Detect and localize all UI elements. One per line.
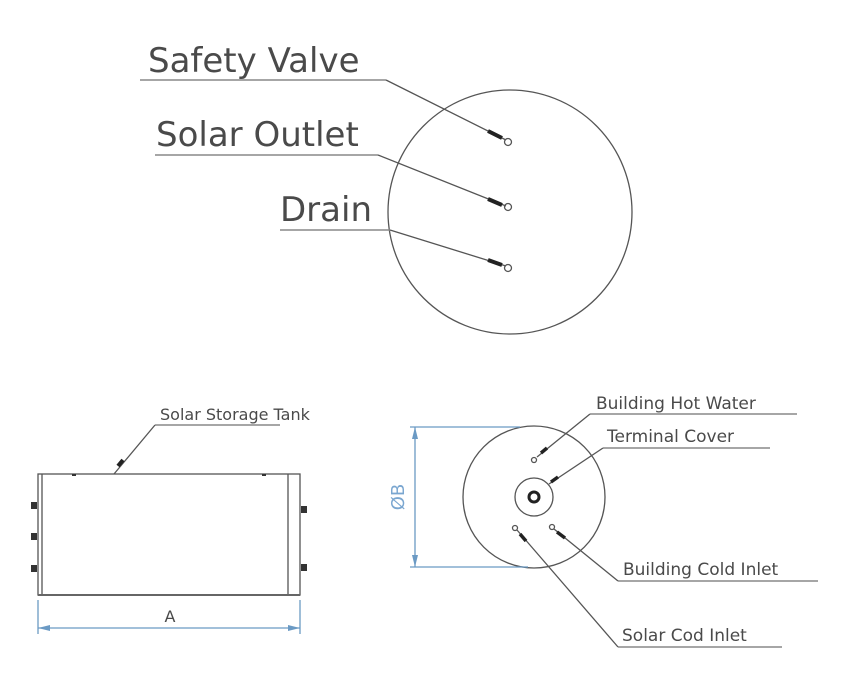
leader-line: [516, 529, 619, 648]
leader-line: [377, 154, 507, 207]
solar-inlet-port: [511, 524, 519, 532]
tank-end-circle: [462, 425, 606, 569]
label-terminal-cover: Terminal Cover: [606, 427, 734, 447]
label-building-hot-water: Building Hot Water: [596, 394, 756, 414]
leader-line: [389, 229, 507, 267]
tank-end-circle: [387, 89, 633, 335]
label-solar-cod-inlet: Solar Cod Inlet: [622, 626, 747, 646]
arrowhead: [487, 197, 503, 207]
leader-line: [113, 424, 156, 475]
leader-line: [385, 79, 507, 141]
drain-port: [503, 263, 513, 273]
dimension-a-label: A: [165, 607, 176, 626]
label-drain: Drain: [280, 190, 372, 230]
top-end-view: Safety Valve Solar Outlet Drain: [140, 41, 633, 335]
dimension-a: A: [37, 600, 301, 634]
arrowhead: [487, 129, 503, 140]
terminal-center: [527, 490, 541, 504]
arrowhead: [487, 258, 503, 267]
cold-inlet-port: [548, 523, 556, 531]
dimension-b-label: ØB: [388, 484, 409, 511]
solar-outlet-port: [503, 202, 513, 212]
safety-valve-port: [503, 137, 513, 147]
label-solar-storage-tank: Solar Storage Tank: [160, 405, 311, 424]
label-building-cold-inlet: Building Cold Inlet: [623, 560, 779, 580]
hot-water-port: [530, 456, 538, 464]
label-safety-valve: Safety Valve: [148, 41, 360, 81]
side-view: Solar Storage Tank A: [31, 405, 311, 634]
side-fittings: [31, 474, 307, 572]
tank-body: [37, 473, 301, 596]
dimension-b: ØB: [388, 426, 528, 568]
label-solar-outlet: Solar Outlet: [156, 115, 359, 155]
end-view: ØB Building Hot Water Terminal Cover Bui…: [388, 394, 818, 648]
terminal-cover-circle: [514, 477, 554, 517]
